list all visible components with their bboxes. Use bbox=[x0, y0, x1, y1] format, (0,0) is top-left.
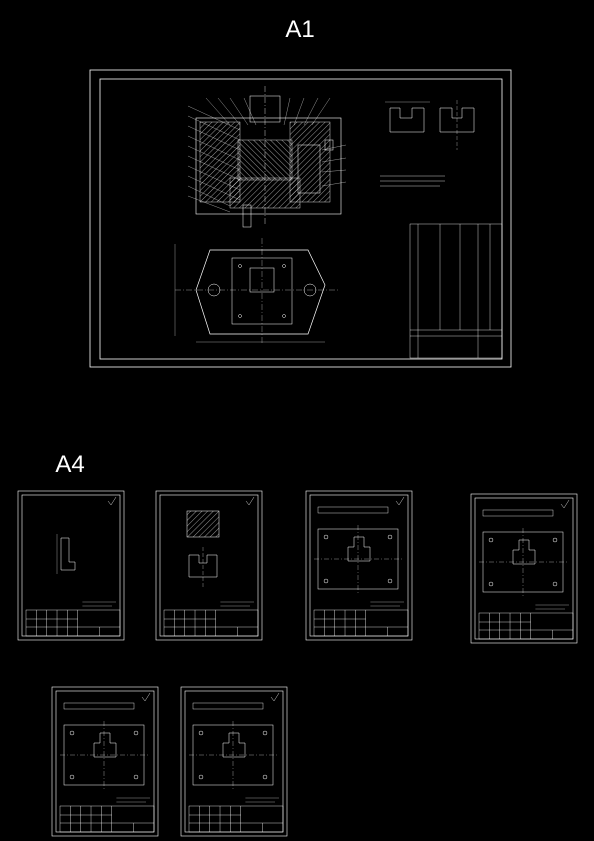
a4-outer-border bbox=[51, 686, 159, 837]
a4-outer-border bbox=[470, 493, 578, 644]
roughness-symbol bbox=[560, 499, 570, 509]
part-view bbox=[56, 534, 76, 574]
a4-title-block bbox=[163, 601, 259, 637]
part-view bbox=[186, 510, 220, 587]
roughness-symbol bbox=[395, 496, 405, 506]
a4-drawing-sheet[interactable] bbox=[470, 493, 578, 644]
a4-drawing-sheet[interactable] bbox=[155, 490, 263, 641]
a1-drawing-sheet[interactable] bbox=[89, 69, 512, 368]
a4-outer-border bbox=[180, 686, 288, 837]
a4-outer-border bbox=[155, 490, 263, 641]
roughness-symbol bbox=[245, 496, 255, 506]
a4-title-block bbox=[188, 797, 284, 833]
a4-outer-border bbox=[305, 490, 413, 641]
technical-notes bbox=[380, 175, 445, 187]
part-view bbox=[60, 702, 148, 789]
a4-title-block bbox=[313, 601, 409, 637]
assembly-section-view bbox=[187, 86, 347, 228]
a4-drawing-sheet[interactable] bbox=[17, 490, 125, 641]
a1-inner-border bbox=[99, 78, 503, 360]
part-detail-views bbox=[385, 100, 475, 150]
a1-size-label: A1 bbox=[285, 16, 314, 43]
a4-sheets-group bbox=[17, 490, 578, 837]
a4-title-block bbox=[59, 797, 155, 833]
a4-drawing-sheet[interactable] bbox=[180, 686, 288, 837]
roughness-symbol bbox=[270, 692, 280, 702]
a4-drawing-sheet[interactable] bbox=[51, 686, 159, 837]
a4-outer-border bbox=[17, 490, 125, 641]
a1-outer-border bbox=[89, 69, 512, 368]
roughness-symbol bbox=[141, 692, 151, 702]
part-view bbox=[189, 702, 277, 789]
a4-size-label: A4 bbox=[55, 451, 84, 478]
a1-title-block bbox=[409, 223, 503, 359]
part-view bbox=[314, 506, 402, 593]
a4-title-block bbox=[478, 604, 574, 640]
roughness-symbol bbox=[107, 496, 117, 506]
assembly-plan-view bbox=[174, 238, 340, 345]
part-view bbox=[479, 509, 567, 596]
a4-drawing-sheet[interactable] bbox=[305, 490, 413, 641]
a4-title-block bbox=[25, 601, 121, 637]
